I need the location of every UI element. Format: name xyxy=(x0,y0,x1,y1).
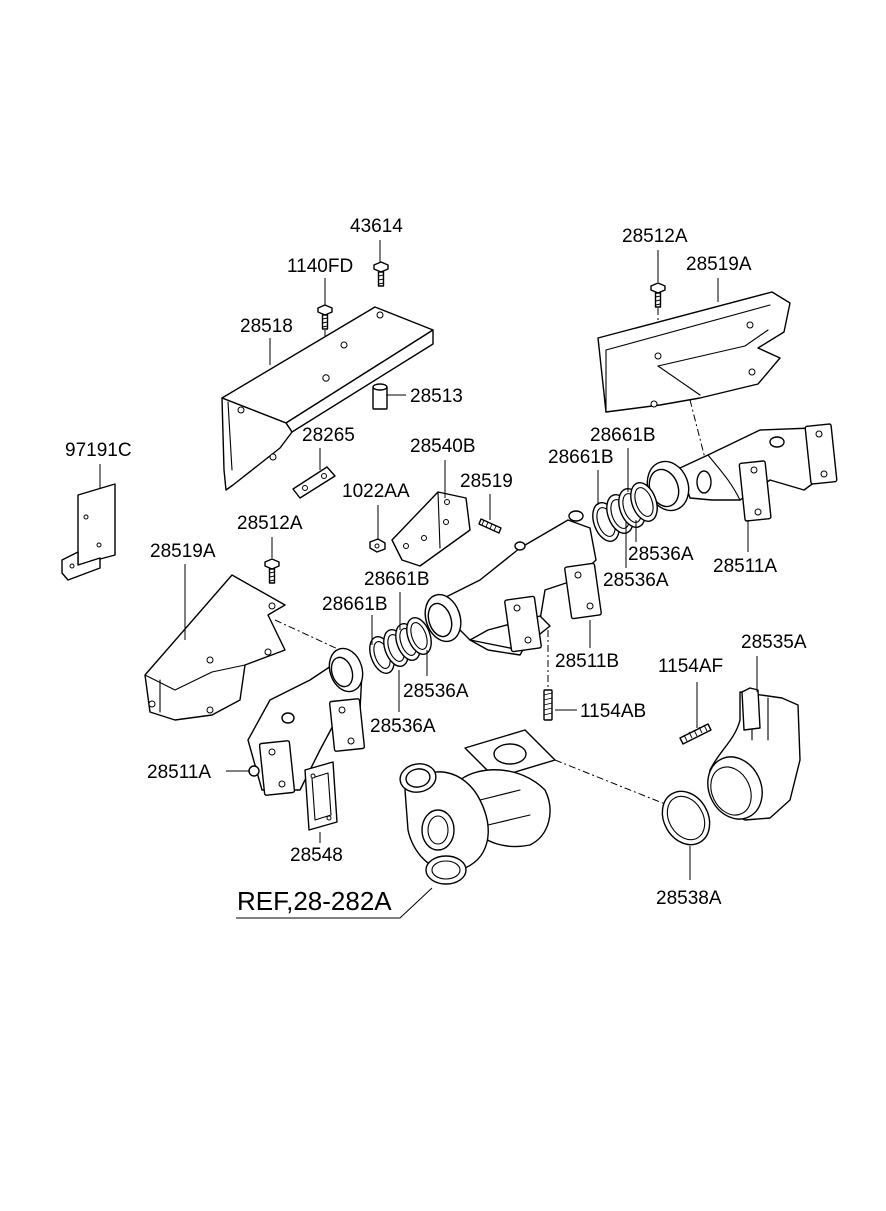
exhaust-manifold-28511A-left[interactable] xyxy=(247,644,368,796)
bolt-43614[interactable] xyxy=(373,261,389,287)
guide-28519A-left xyxy=(274,619,341,651)
stud-1154AB[interactable] xyxy=(543,689,553,721)
heat-shield-28519A-left[interactable] xyxy=(144,574,286,721)
label-28548: 28548 xyxy=(290,845,343,866)
stud-1154AF[interactable] xyxy=(679,723,712,745)
label-28512A-top: 28512A xyxy=(622,226,688,247)
label-28661B-right-2: 28661B xyxy=(548,447,614,468)
label-28536A-right-2: 28536A xyxy=(603,570,669,591)
label-1140FD: 1140FD xyxy=(287,256,353,277)
label-1154AB: 1154AB xyxy=(580,701,646,722)
label-28519: 28519 xyxy=(460,471,513,492)
bracket-28540B[interactable] xyxy=(391,491,471,567)
outlet-elbow-28535A[interactable] xyxy=(698,687,801,828)
label-43614: 43614 xyxy=(350,216,403,237)
label-28536A-left-1: 28536A xyxy=(403,681,469,702)
label-28519A-top: 28519A xyxy=(686,254,752,275)
label-28513: 28513 xyxy=(410,386,463,407)
bolt-1140FD[interactable] xyxy=(317,304,333,330)
label-28538A: 28538A xyxy=(656,888,722,909)
leader-lines xyxy=(99,240,758,919)
seal-ring-28536A-left-2[interactable] xyxy=(402,614,436,657)
guide-turbo-outlet xyxy=(554,759,681,811)
label-28661B-left-1: 28661B xyxy=(364,569,430,590)
label-28536A-right-1: 28536A xyxy=(628,544,694,565)
label-28512A-left: 28512A xyxy=(237,513,303,534)
exhaust-manifold-28511B[interactable] xyxy=(419,510,602,656)
label-97191C: 97191C xyxy=(65,440,132,461)
label-28511A-left: 28511A xyxy=(147,762,211,783)
spacer-28513[interactable] xyxy=(372,383,388,410)
bolt-28512A-left[interactable] xyxy=(264,558,280,584)
clamp-ring-28538A[interactable] xyxy=(653,783,719,853)
heat-shield-28518[interactable] xyxy=(221,306,434,491)
gasket-28548[interactable] xyxy=(304,761,338,831)
label-28518: 28518 xyxy=(240,316,293,337)
label-28540B: 28540B xyxy=(410,436,476,457)
gasket-28265[interactable] xyxy=(292,466,336,499)
label-ref-28-282A: REF,28-282A xyxy=(237,886,392,916)
label-28265: 28265 xyxy=(302,425,355,446)
label-28536A-left-2: 28536A xyxy=(370,716,436,737)
seal-ring-28536A-right-2[interactable] xyxy=(626,479,662,525)
label-28661B-right-1: 28661B xyxy=(590,425,656,446)
label-plate-97191C[interactable] xyxy=(61,483,116,581)
label-1022AA: 1022AA xyxy=(342,481,410,502)
label-28519A-left: 28519A xyxy=(150,541,216,562)
turbocharger-ref[interactable] xyxy=(398,729,556,885)
label-28511B: 28511B xyxy=(555,651,619,672)
part-labels: 43614 1140FD 28518 28513 28265 97191C 28… xyxy=(65,216,807,916)
stud-28519[interactable] xyxy=(478,518,502,534)
heat-shield-28519A-top[interactable] xyxy=(597,291,791,413)
label-28535A: 28535A xyxy=(741,632,807,653)
label-28661B-left-2: 28661B xyxy=(322,594,388,615)
label-28511A-right: 28511A xyxy=(713,556,777,577)
nut-1022AA[interactable] xyxy=(369,538,386,553)
bolt-28512A-top[interactable] xyxy=(650,282,666,308)
label-1154AF: 1154AF xyxy=(658,656,723,677)
exhaust-manifold-28511A-right[interactable] xyxy=(641,423,838,522)
